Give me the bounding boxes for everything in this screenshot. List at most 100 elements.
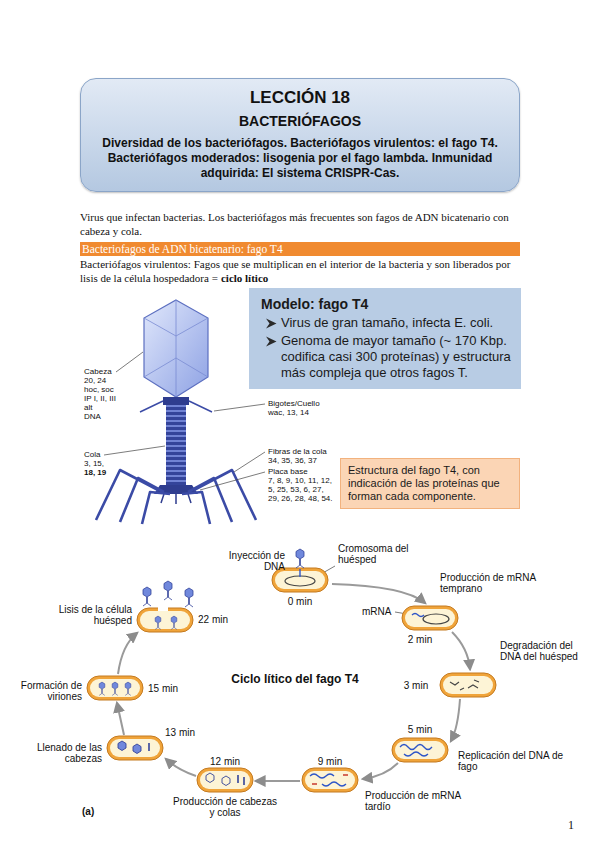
body-text: Virus que infectan bacterias. Los bacter… (80, 211, 520, 238)
phage-dna (400, 745, 432, 757)
step-label: Replicación del DNA de fago (458, 750, 570, 772)
time-label: 22 min (198, 614, 240, 625)
time-label: 12 min (205, 756, 245, 767)
model-bullet: Virus de gran tamaño, infecta E. coli. (281, 315, 511, 331)
time-label: 13 min (165, 727, 205, 738)
bullet-shape (266, 337, 277, 347)
lysed-cell (137, 608, 193, 632)
bacterial-cell (392, 738, 448, 762)
model-bullet: Genoma de mayor tamaño (~ 170 Kbp. codif… (281, 333, 511, 381)
empty-head (206, 773, 214, 783)
protein-list: 3, 15, (84, 459, 130, 468)
phage-icon (143, 587, 151, 606)
cycle-arrow (117, 703, 124, 735)
host-chromosome (285, 576, 315, 586)
time-label: 2 min (400, 634, 440, 645)
part-name: Bigotes/Cuello (268, 399, 338, 408)
tail-fibers (96, 470, 256, 524)
cycle-arrow (452, 632, 470, 669)
caption-box: Estructura del fago T4, con indicación d… (340, 458, 520, 509)
time-label: 15 min (148, 683, 188, 694)
tail-sheath (166, 405, 186, 485)
phage-icon (171, 616, 177, 629)
protein-list: alt (84, 403, 130, 412)
tail-rings (166, 405, 186, 485)
lesson-topics: Diversidad de los bacteriófagos. Bacteri… (93, 136, 507, 181)
cell-rupture (158, 606, 168, 611)
panel-letter: (a) (82, 806, 106, 818)
body-text: Bacteriófagos virulentos: Fagos que se m… (80, 258, 510, 284)
free-tails (238, 775, 244, 785)
part-name: Fibras de la cola (268, 447, 338, 456)
section-heading: Bacteriofagos de ADN bicatenario: fago T… (82, 242, 518, 256)
step-label: Producción de mRNA temprano (440, 572, 542, 594)
time-label: 9 min (310, 756, 350, 767)
filled-head (133, 744, 141, 754)
tail-pins (161, 494, 191, 504)
part-name: Cabeza (84, 367, 130, 376)
step-label: Formación de viriones (18, 680, 82, 702)
injected-dna (299, 569, 300, 577)
phage-t4 (96, 300, 256, 524)
cycle-arrow (451, 699, 460, 741)
part-name: Placa base (268, 467, 338, 476)
protein-list: wac, 13, 14 (268, 408, 338, 417)
bullet-item: Genoma de mayor tamaño (~ 170 Kbp. codif… (261, 333, 511, 381)
phage-icon (296, 549, 304, 568)
phage-head (144, 300, 208, 397)
step-label: Producción de cabezas y colas (170, 796, 280, 818)
lesson-title: BACTERIÓFAGOS (93, 113, 507, 130)
phage-icon (155, 616, 161, 629)
bullet-shape (266, 319, 277, 329)
bacterial-cell (402, 606, 458, 630)
step-label: Inyección de DNA (205, 550, 285, 572)
phage-icon (99, 682, 105, 695)
part-name: Cola (84, 450, 130, 459)
emphasis-text: ciclo lítico (221, 272, 268, 284)
cycle-arrows (117, 584, 470, 781)
phage-icon (185, 588, 193, 607)
bullet-arrow (266, 336, 277, 347)
leader-line (234, 452, 265, 472)
lytic-cycle (87, 549, 496, 792)
model-heading: Modelo: fago T4 (261, 295, 511, 313)
cycle-arrow (118, 633, 137, 674)
step-label: Llenado de las cabezas (26, 742, 102, 764)
diagram-title: Ciclo lítico del fago T4 (195, 672, 395, 687)
phage-icon (164, 581, 172, 600)
cycle-arrow (256, 780, 300, 782)
bacterial-cell (87, 676, 143, 700)
section-band: Bacteriofagos de ADN bicatenario: fago T… (80, 242, 520, 256)
host-chromosome (423, 614, 449, 624)
phage-collar (163, 397, 189, 405)
protein-list: hoc, soc (84, 385, 130, 394)
empty-head (222, 776, 230, 786)
mrna-strand (412, 614, 424, 617)
leader-line (104, 446, 165, 455)
step-label: Lisis de la célula huésped (38, 604, 132, 626)
leader-line (214, 404, 265, 411)
free-tails (148, 743, 150, 751)
phage-icon (125, 682, 131, 695)
bullet-item: Virus de gran tamaño, infecta E. coli. (261, 315, 511, 331)
model-box: Modelo: fago T4 Virus de gran tamaño, inf… (249, 288, 521, 389)
figure-caption: Estructura del fago T4, con indicación d… (348, 464, 512, 503)
lesson-number: LECCIÓN 18 (93, 88, 507, 108)
protein-list: 20, 24 (84, 376, 130, 385)
step-label: Producción de mRNA tardío (365, 790, 477, 812)
step-label: Cromosoma del huésped (338, 543, 433, 565)
bacterial-cell (197, 768, 253, 792)
time-label: 3 min (398, 680, 434, 691)
leader-line (200, 472, 265, 490)
bacterial-cell (440, 673, 496, 697)
bacterial-cell (302, 768, 358, 792)
protein-list: IP I, II, III (84, 394, 130, 403)
step-label: mRNA (362, 606, 394, 617)
page-number: 1 (568, 818, 588, 832)
cycle-arrow (332, 584, 425, 603)
late-mrna (312, 775, 348, 784)
time-label: 0 min (280, 596, 320, 607)
bacterial-cell (107, 736, 163, 760)
head-facets (144, 300, 208, 397)
